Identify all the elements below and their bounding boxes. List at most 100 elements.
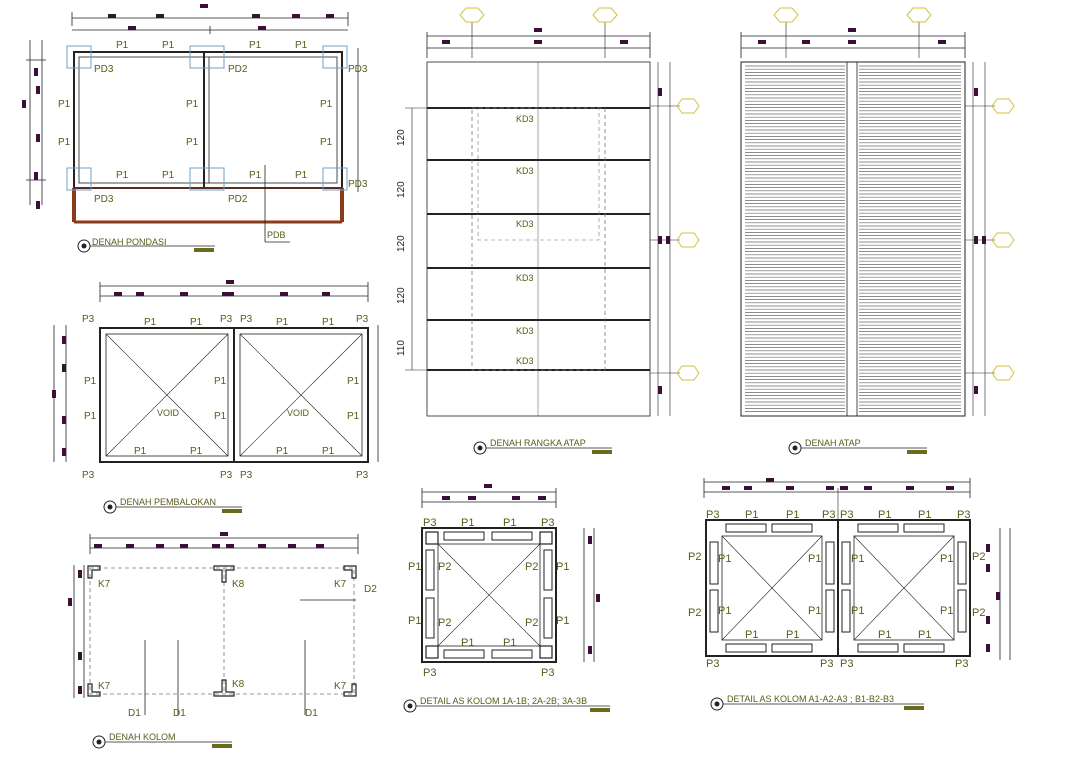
svg-text:P2: P2 xyxy=(525,561,538,573)
svg-text:P1: P1 xyxy=(718,605,731,617)
dimension-marker xyxy=(156,14,164,18)
svg-text:P1: P1 xyxy=(808,553,821,565)
svg-text:P3: P3 xyxy=(541,667,554,679)
svg-text:P1: P1 xyxy=(461,637,474,649)
dimension-marker xyxy=(322,292,330,296)
dimension-marker xyxy=(906,486,914,490)
dimension-marker xyxy=(938,40,946,44)
svg-text:P1: P1 xyxy=(190,446,203,457)
svg-text:P1: P1 xyxy=(84,376,97,387)
dimension-marker xyxy=(62,416,66,424)
dimension-marker xyxy=(220,532,228,536)
svg-text:KD3: KD3 xyxy=(516,114,534,124)
svg-text:P1: P1 xyxy=(214,376,227,387)
svg-text:P1: P1 xyxy=(786,629,799,641)
dimension-marker xyxy=(946,486,954,490)
dimension-marker xyxy=(78,570,82,578)
svg-text:P1: P1 xyxy=(144,317,157,328)
dimension-marker xyxy=(316,544,324,548)
label-pd3: PD3 xyxy=(94,194,114,205)
svg-text:P1: P1 xyxy=(556,615,569,627)
label-pd2: PD2 xyxy=(228,194,248,205)
svg-text:P2: P2 xyxy=(438,561,451,573)
svg-text:P3: P3 xyxy=(423,517,436,529)
svg-text:KD3: KD3 xyxy=(516,356,534,366)
label-p1: P1 xyxy=(295,170,308,181)
dimension-marker xyxy=(986,564,990,572)
dimension-marker xyxy=(78,652,82,660)
label-p1: P1 xyxy=(116,40,129,51)
svg-text:P1: P1 xyxy=(918,509,931,521)
dimension-marker xyxy=(128,26,136,30)
dimension-marker xyxy=(442,40,450,44)
detail-kolom-1-plan xyxy=(421,488,595,663)
dimension-marker xyxy=(62,336,66,344)
dimension-marker xyxy=(512,496,520,500)
svg-text:P1: P1 xyxy=(408,561,421,573)
svg-text:P1: P1 xyxy=(347,376,360,387)
svg-text:P3: P3 xyxy=(240,314,253,325)
svg-text:D1: D1 xyxy=(305,708,318,719)
svg-text:KD3: KD3 xyxy=(516,326,534,336)
svg-text:P3: P3 xyxy=(356,470,369,481)
dimension-marker xyxy=(620,40,628,44)
svg-text:P3: P3 xyxy=(706,658,719,670)
dimension-marker xyxy=(212,544,220,548)
detail-kolom-2-labels: P3 P1 P1 P3 P3 P1 P1 P3 P2 P1 P1 P1 P1 P… xyxy=(688,509,985,670)
svg-text:P3: P3 xyxy=(82,314,95,325)
pondasi-labels: P1 P1 P1 P1 PD3 PD2 PD3 P1 P1 P1 P1 P1 P… xyxy=(58,40,368,240)
label-p1: P1 xyxy=(186,99,199,110)
dimension-marker xyxy=(786,486,794,490)
svg-text:P1: P1 xyxy=(745,509,758,521)
title-denah-pembalokan: DENAH PEMBALOKAN xyxy=(103,497,242,514)
svg-text:P1: P1 xyxy=(84,411,97,422)
svg-text:P1: P1 xyxy=(134,446,147,457)
dimension-marker xyxy=(126,544,134,548)
dimension-marker xyxy=(534,40,542,44)
svg-text:P1: P1 xyxy=(786,509,799,521)
dimension-marker xyxy=(658,386,662,394)
dimension-marker xyxy=(826,486,834,490)
dimension-marker xyxy=(996,592,1000,600)
svg-text:P1: P1 xyxy=(851,605,864,617)
dimension-marker xyxy=(974,386,978,394)
denah-kolom-plan xyxy=(73,534,359,715)
svg-text:K7: K7 xyxy=(98,681,111,692)
svg-text:P3: P3 xyxy=(840,658,853,670)
dimension-marker xyxy=(758,40,766,44)
dimension-marker xyxy=(78,686,82,694)
dimension-marker xyxy=(252,14,260,18)
svg-text:DETAIL AS KOLOM 1A-1B; 2A-2B;: DETAIL AS KOLOM 1A-1B; 2A-2B; 3A-3B xyxy=(420,696,587,706)
dimension-marker xyxy=(34,172,38,180)
svg-text:DENAH RANGKA ATAP: DENAH RANGKA ATAP xyxy=(490,438,586,448)
dim-label: 120 xyxy=(396,181,407,198)
dimension-marker xyxy=(258,544,266,548)
svg-text:P3: P3 xyxy=(840,509,853,521)
svg-text:P3: P3 xyxy=(423,667,436,679)
dimension-marker xyxy=(588,646,592,654)
svg-text:P1: P1 xyxy=(745,629,758,641)
label-pd3: PD3 xyxy=(348,179,368,190)
svg-text:P1: P1 xyxy=(940,553,953,565)
svg-text:D1: D1 xyxy=(173,708,186,719)
dimension-marker xyxy=(226,544,234,548)
atap-grid-bubbles xyxy=(773,7,1015,381)
denah-rangka-atap-plan xyxy=(405,22,680,417)
svg-text:K7: K7 xyxy=(334,579,347,590)
dimension-marker xyxy=(974,236,978,244)
dimension-marker xyxy=(658,88,662,96)
svg-text:K8: K8 xyxy=(232,579,245,590)
svg-text:P3: P3 xyxy=(541,517,554,529)
dimension-marker xyxy=(68,598,72,606)
dimension-marker xyxy=(596,594,600,602)
dimension-marker xyxy=(136,292,144,296)
dimension-marker xyxy=(226,292,234,296)
dimension-marker xyxy=(658,236,662,244)
svg-text:P2: P2 xyxy=(688,607,701,619)
label-pd3: PD3 xyxy=(348,64,368,75)
svg-text:P2: P2 xyxy=(438,617,451,629)
denah-pondasi-plan xyxy=(26,12,359,243)
denah-pembalokan-plan xyxy=(53,282,379,463)
svg-text:P1: P1 xyxy=(190,317,203,328)
dim-label: 110 xyxy=(396,340,407,356)
